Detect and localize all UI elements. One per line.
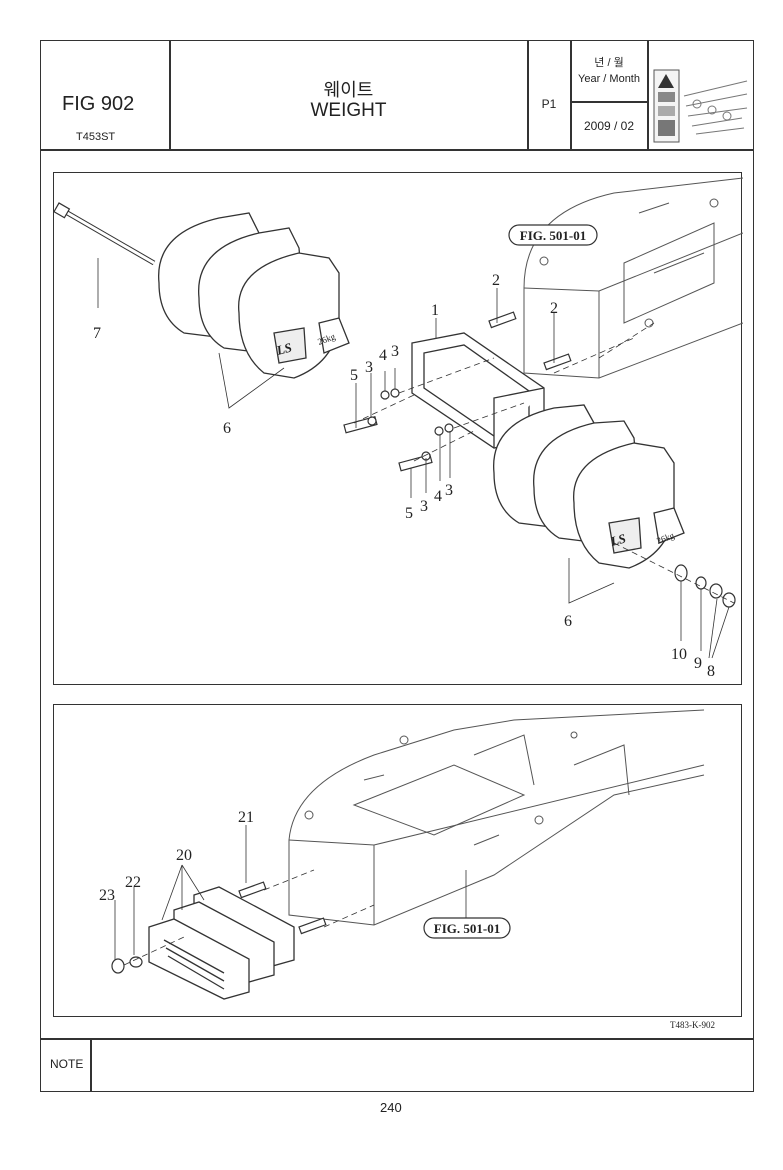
note-col-divider <box>90 1038 92 1092</box>
reference-bubble-outline <box>423 917 511 939</box>
callout-20: 20 <box>176 847 192 864</box>
reference-label: FIG. 501-01 <box>434 921 500 936</box>
chassis-frame-drawing <box>523 177 744 379</box>
assembly-lines <box>123 869 375 966</box>
callout-3: 3 <box>391 343 399 360</box>
leader-lines <box>97 258 730 659</box>
fig-number: FIG 902 <box>62 93 135 115</box>
callout-labels: 1 2 2 5 3 4 3 5 3 4 3 6 6 7 8 9 10 <box>93 272 715 680</box>
header-divider <box>40 149 754 151</box>
nut-washer-set <box>111 956 143 974</box>
reference-label: FIG. 501-01 <box>520 228 586 243</box>
callout-8: 8 <box>707 663 715 680</box>
weight-markings: 26kg 26kg LS LS <box>274 331 676 549</box>
date-value: 2009 / 02 <box>583 119 635 133</box>
date-label-korean: 년 / 월 <box>594 57 624 69</box>
diagram-top-panel: 1 2 2 5 3 4 3 5 3 4 3 6 6 7 8 9 10 26kg … <box>53 172 744 685</box>
brand-mark: LS <box>274 339 294 358</box>
header-col-divider <box>527 40 529 150</box>
page-number: 240 <box>380 1100 402 1115</box>
callout-6: 6 <box>564 613 572 630</box>
reference-bubble: FIG. 501-01 <box>508 224 598 246</box>
callout-9: 9 <box>694 655 702 672</box>
callout-5: 5 <box>350 367 358 384</box>
parts-thumbnail <box>683 80 748 135</box>
logo-block <box>658 120 675 136</box>
callout-2: 2 <box>492 272 500 289</box>
callout-3: 3 <box>445 482 453 499</box>
callout-1: 1 <box>431 302 439 319</box>
reference-bubble: FIG. 501-01 <box>423 917 511 939</box>
callout-10: 10 <box>671 646 687 663</box>
weight-exploded-diagram: 1 2 2 5 3 4 3 5 3 4 3 6 6 7 8 9 10 26kg … <box>53 177 744 680</box>
callout-3: 3 <box>420 498 428 515</box>
brand-logo-thumbnail <box>652 66 752 146</box>
callout-4: 4 <box>379 347 387 364</box>
callout-23: 23 <box>99 887 115 904</box>
thumbnail-graphic <box>653 69 748 143</box>
callout-21: 21 <box>238 809 254 826</box>
date-label-english: Year / Month <box>578 73 640 85</box>
model-code: T453ST <box>76 131 116 143</box>
title-english: WEIGHT <box>310 100 387 121</box>
assembly-lines <box>353 322 735 604</box>
bolt-set-upper <box>343 388 400 434</box>
page-frame <box>40 40 754 1092</box>
callout-labels: 20 21 22 23 <box>99 809 254 904</box>
diagram-bottom-panel: 20 21 22 23 FIG. 501-01 <box>53 704 742 1017</box>
header-col-divider <box>570 40 572 150</box>
rear-weight-plates <box>148 886 295 1000</box>
callout-2: 2 <box>550 300 558 317</box>
callout-7: 7 <box>93 325 101 342</box>
title-korean: 웨이트 <box>323 80 374 100</box>
warning-triangle-icon <box>658 74 674 88</box>
brand-mark: LS <box>608 530 628 549</box>
stud-bolts <box>488 311 572 371</box>
logo-block <box>658 106 675 116</box>
stud-bolts <box>238 881 327 935</box>
leader-lines <box>114 825 467 960</box>
callout-22: 22 <box>125 874 141 891</box>
note-divider <box>40 1038 754 1040</box>
rear-weight-diagram: 20 21 22 23 FIG. 501-01 <box>99 709 705 1000</box>
long-bolt <box>53 202 156 266</box>
note-label: NOTE <box>50 1057 84 1071</box>
drawing-code: T483-K-902 <box>670 1020 715 1030</box>
header-col-divider <box>647 40 649 150</box>
page-label: P1 <box>541 97 557 111</box>
callout-4: 4 <box>434 488 442 505</box>
reference-bubble-outline <box>508 224 598 246</box>
logo-block <box>658 92 675 102</box>
chassis-frame-drawing <box>288 709 705 926</box>
weight-stack-left <box>158 212 350 379</box>
date-divider <box>570 101 648 103</box>
callout-5: 5 <box>405 505 413 522</box>
callout-6: 6 <box>223 420 231 437</box>
header-col-divider <box>169 40 171 150</box>
callout-3: 3 <box>365 359 373 376</box>
weight-stack-right <box>493 404 685 569</box>
nut-washer-set <box>674 564 736 608</box>
